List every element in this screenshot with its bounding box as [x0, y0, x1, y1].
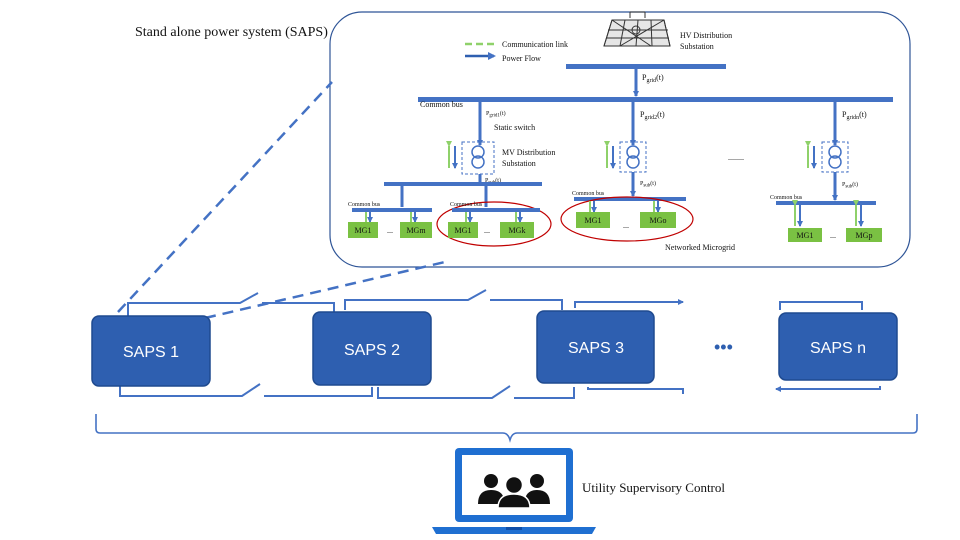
- feeder-n: Pgridn(t) Psub(t) Common bus: [770, 102, 876, 205]
- static-switch-label: Static switch: [494, 123, 535, 132]
- saps-dots: •••: [714, 337, 733, 357]
- bidirectional-arrow-icon: [604, 141, 616, 169]
- hv-bus: [566, 64, 726, 69]
- main-common-bus: [418, 97, 893, 102]
- feeder-2: Pgrid2(t) Psub(t) Common bus: [572, 102, 686, 201]
- saps-unit-3[interactable]: SAPS 3: [536, 310, 655, 384]
- common-bus-g2: [452, 208, 540, 212]
- saps-top-links: [127, 289, 863, 318]
- zoom-line-left: [117, 81, 333, 313]
- mv-substation-frame-2: [619, 141, 647, 173]
- mg-box-g4-right: [846, 228, 882, 242]
- microgrid-group-4: MG1 ... MGp: [788, 200, 882, 242]
- mg-label-g4-right: MGp: [856, 231, 873, 240]
- saps-box[interactable]: [536, 310, 655, 384]
- networked-microgrid-ellipse-1: [436, 201, 552, 247]
- mg-box-g1-right: [400, 222, 432, 238]
- saps-box[interactable]: [312, 311, 432, 386]
- bidirectional-arrow-icon: [446, 141, 458, 169]
- common-bus-label-g3: Common bus: [572, 191, 605, 197]
- common-bus-label-g4: Common bus: [770, 195, 803, 201]
- mg-dots-g4: ...: [830, 231, 836, 240]
- saps-system-title: Stand alone power system (SAPS): [135, 25, 328, 40]
- saps-unit-1[interactable]: SAPS 1: [91, 315, 211, 387]
- mg-label-g4-left: MG1: [797, 231, 814, 240]
- legend: Communication link Power Flow: [465, 40, 568, 63]
- transformer-icon: [828, 145, 842, 169]
- hv-substation-label-line1: HV Distribution: [680, 31, 732, 40]
- saps-n-label: SAPS n: [810, 340, 866, 357]
- hv-substation-label-line2: Substation: [680, 42, 714, 51]
- feeder-ellipsis: ........: [728, 153, 744, 162]
- mg-dots-g2: ...: [484, 226, 490, 235]
- mg-box-g1-left: [348, 222, 378, 238]
- mg-label-g2-left: MG1: [455, 226, 472, 235]
- common-bus-g3: [574, 197, 686, 201]
- hv-substation-icon: [603, 11, 671, 47]
- legend-power-flow: Power Flow: [502, 54, 541, 63]
- mv-substation-label-line2: Substation: [502, 159, 536, 168]
- networked-microgrid-label: Networked Microgrid: [665, 243, 735, 252]
- mg-label-g1-right: MGm: [406, 226, 426, 235]
- networked-microgrid-ellipse-2: [560, 196, 694, 242]
- saps-unit-2[interactable]: SAPS 2: [312, 311, 432, 386]
- mv-bus-1: [384, 182, 542, 186]
- p-grid-label: Pgrid(t): [642, 73, 664, 84]
- feeder-1: Pgrid1(t) Static switch MV Distribution …: [384, 102, 555, 207]
- transformer-icon: [471, 145, 485, 169]
- mv-substation-frame: [461, 141, 495, 175]
- mg-label-g3-left: MG1: [585, 216, 602, 225]
- mg-label-g3-right: MGo: [650, 216, 667, 225]
- p-grid1-label: Pgrid1(t): [486, 110, 506, 119]
- mg-box-g3-left: [576, 212, 610, 228]
- saps-unit-n[interactable]: SAPS n: [778, 312, 898, 381]
- utility-supervisory-control-label: Utility Supervisory Control: [582, 480, 725, 495]
- common-bus-label-g1: Common bus: [348, 202, 381, 208]
- mg-dots-g1: ...: [387, 226, 393, 235]
- mg-label-g2-right: MGk: [509, 226, 526, 235]
- microgrid-group-1: Common bus MG1 ... MGm: [348, 202, 432, 238]
- p-sub-label-2: Psub(t): [640, 180, 656, 189]
- common-bus-g1: [352, 208, 432, 212]
- bidirectional-arrow-icon: [805, 141, 817, 169]
- mv-substation-frame-n: [821, 141, 849, 173]
- microgrid-group-2: Common bus MG1 ... MGk: [436, 201, 552, 247]
- mg-label-g1-left: MG1: [355, 226, 372, 235]
- mg-box-g3-right: [640, 212, 676, 228]
- saps-box[interactable]: [91, 315, 211, 387]
- microgrid-group-3: MG1 ... MGo: [560, 196, 694, 242]
- users-group-icon: [478, 474, 550, 509]
- main-common-bus-label: Common bus: [420, 100, 463, 109]
- grouping-brace: [95, 414, 918, 443]
- mg-dots-g3: ...: [623, 221, 629, 230]
- saps-box[interactable]: [778, 312, 898, 381]
- saps-bottom-links: [119, 383, 881, 399]
- legend-communication-link: Communication link: [502, 40, 568, 49]
- mg-box-g2-right: [500, 222, 534, 238]
- transformer-icon: [626, 145, 640, 169]
- p-grid2-label: Pgrid2(t): [640, 110, 665, 121]
- saps-1-label: SAPS 1: [123, 344, 179, 361]
- mv-substation-label-line1: MV Distribution: [502, 148, 555, 157]
- mg-box-g4-left: [788, 228, 822, 242]
- common-bus-g4: [776, 201, 876, 205]
- saps-2-label: SAPS 2: [344, 342, 400, 359]
- zoom-line-right: [204, 260, 446, 320]
- saps-detail-panel: [329, 11, 911, 268]
- p-gridn-label: Pgridn(t): [842, 110, 867, 121]
- common-bus-label-g2: Common bus: [450, 202, 483, 208]
- mg-box-g2-left: [448, 222, 478, 238]
- p-sub-label-n: Psub(t): [842, 181, 858, 190]
- saps-3-label: SAPS 3: [568, 340, 624, 357]
